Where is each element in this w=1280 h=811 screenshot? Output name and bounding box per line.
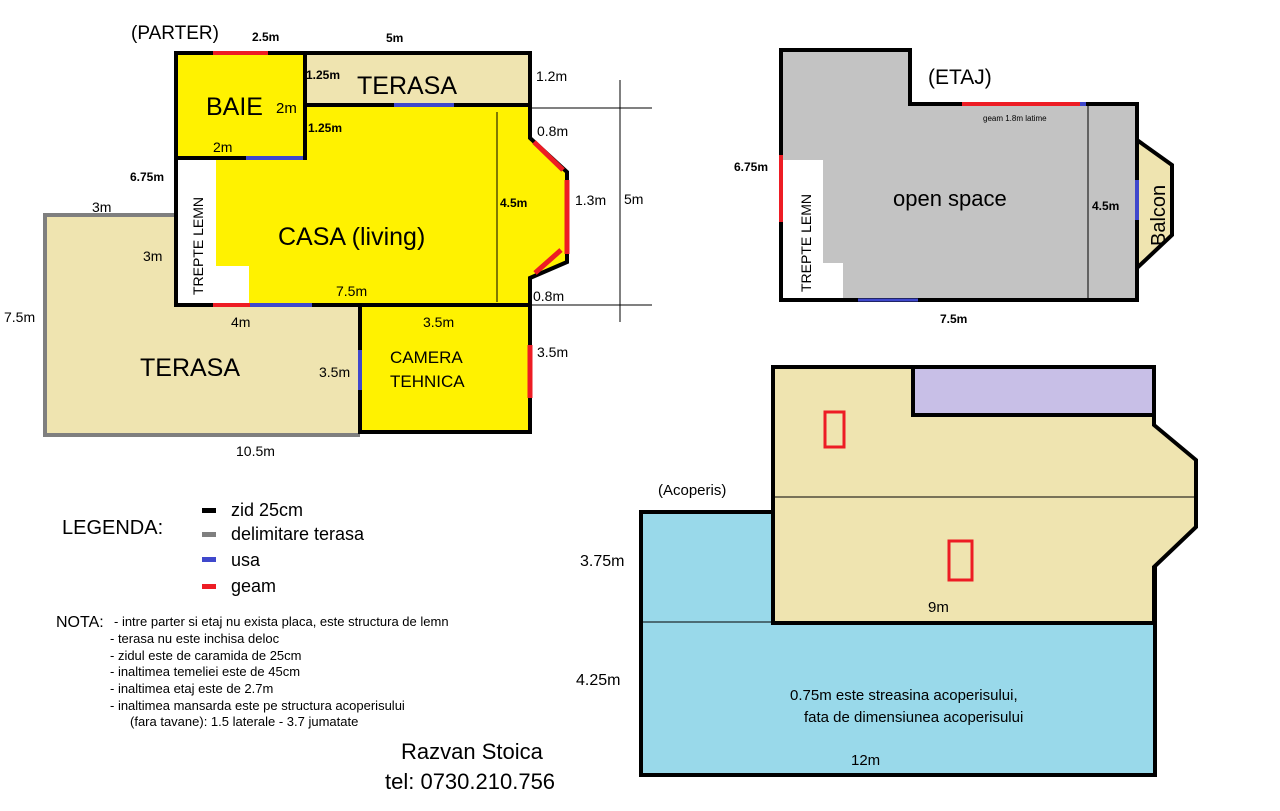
dim-label: 6.75m xyxy=(130,170,164,184)
legend-label: usa xyxy=(231,550,261,570)
roof-note: 0.75m este streasina acoperisului, xyxy=(790,687,1018,704)
dim-label: 10.5m xyxy=(236,443,275,459)
dim-label: 5m xyxy=(624,191,643,207)
skylight xyxy=(823,410,846,449)
dim-label: 4m xyxy=(231,314,250,330)
room-label-trepte: TREPTE LEMN xyxy=(190,197,206,295)
dim-label: 4.25m xyxy=(576,672,620,689)
dim-label: 2.5m xyxy=(252,30,279,44)
room-label-trepte: TREPTE LEMN xyxy=(798,194,814,292)
roof-purple-area xyxy=(911,365,1156,417)
legend-swatch-window xyxy=(202,584,216,589)
roof-note: fata de dimensiunea acoperisului xyxy=(804,709,1023,726)
window xyxy=(532,140,565,172)
nota-line: - intre parter si etaj nu exista placa, … xyxy=(114,614,449,629)
skylight xyxy=(947,539,974,582)
legend-label: zid 25cm xyxy=(231,500,303,520)
legend-swatch-wall xyxy=(202,508,216,513)
dim-label: 7.5m xyxy=(4,309,35,325)
room-label-tehnica: TEHNICA xyxy=(390,372,465,391)
dim-label: 1.3m xyxy=(575,192,606,208)
dim-label: 3m xyxy=(143,248,162,264)
notes: NOTA: - intre parter si etaj nu exista p… xyxy=(56,614,449,729)
legend-swatch-door xyxy=(202,557,216,562)
legend-title: LEGENDA: xyxy=(62,517,163,539)
dim-label: 3.5m xyxy=(319,364,350,380)
room-label-terasa-left: TERASA xyxy=(140,354,240,382)
dim-label: 1.25m xyxy=(308,121,342,135)
dim-label: 7.5m xyxy=(336,283,367,299)
room-label-camera: CAMERA xyxy=(390,348,463,367)
legend-label: delimitare terasa xyxy=(231,524,365,544)
parter-title: (PARTER) xyxy=(131,23,219,44)
dim-label: 0.8m xyxy=(533,288,564,304)
room-label-terasa-top: TERASA xyxy=(357,72,457,100)
parter-plan: (PARTER) 2.5m 5m 1.25m TERASA 1.2m BAIE … xyxy=(4,23,652,459)
dim-label: 5m xyxy=(386,31,403,45)
etaj-title: (ETAJ) xyxy=(928,66,992,89)
dim-label: 0.8m xyxy=(537,123,568,139)
acoperis-plan: (Acoperis) 3.75m 4.25m 9m 0.75m este str… xyxy=(576,365,1198,777)
dim-label: 12m xyxy=(851,752,880,769)
nota-line: - zidul este de caramida de 25cm xyxy=(110,648,301,663)
trepte-area xyxy=(178,160,249,303)
author-phone: tel: 0730.210.756 xyxy=(385,769,555,794)
nota-line: (fara tavane): 1.5 laterale - 3.7 jumata… xyxy=(130,714,358,729)
terasa-left-area xyxy=(45,215,360,435)
window xyxy=(533,248,563,275)
legend: LEGENDA: zid 25cm delimitare terasa usa … xyxy=(62,500,365,596)
open-space-room xyxy=(779,48,1139,302)
legend-swatch-terrace xyxy=(202,532,216,537)
trepte-area xyxy=(783,160,843,298)
legend-label: geam xyxy=(231,576,276,596)
dim-label: 4.5m xyxy=(500,196,527,210)
dim-label: 9m xyxy=(928,599,949,616)
dim-label: 6.75m xyxy=(734,160,768,174)
nota-line: - inaltimea etaj este de 2.7m xyxy=(110,681,273,696)
room-label-open-space: open space xyxy=(893,186,1007,211)
dim-label: 7.5m xyxy=(940,312,967,326)
window-note: geam 1.8m latime xyxy=(983,114,1047,123)
dim-label: 2m xyxy=(213,139,232,155)
terasa-border xyxy=(43,213,360,437)
nota-line: - inaltimea mansarda este pe structura a… xyxy=(110,698,405,713)
dim-label: 4.5m xyxy=(1092,199,1119,213)
author-name: Razvan Stoica xyxy=(401,739,544,764)
nota-line: - inaltimea temeliei este de 45cm xyxy=(110,664,300,679)
dim-label: 2m xyxy=(276,100,297,117)
nota-title: NOTA: xyxy=(56,614,104,631)
etaj-plan: (ETAJ) geam 1.8m latime 6.75m open space… xyxy=(734,48,1174,326)
dim-label: 3m xyxy=(92,199,111,215)
room-label-balcon: Balcon xyxy=(1148,185,1170,246)
dim-label: 1.25m xyxy=(306,68,340,82)
dim-label: 3.5m xyxy=(537,344,568,360)
dim-label: 1.2m xyxy=(536,68,567,84)
dim-label: 3.5m xyxy=(423,314,454,330)
room-label-baie: BAIE xyxy=(206,93,263,121)
acoperis-title: (Acoperis) xyxy=(658,482,726,499)
dim-label: 3.75m xyxy=(580,553,624,570)
room-label-casa: CASA (living) xyxy=(278,223,425,251)
nota-line: - terasa nu este inchisa deloc xyxy=(110,631,280,646)
